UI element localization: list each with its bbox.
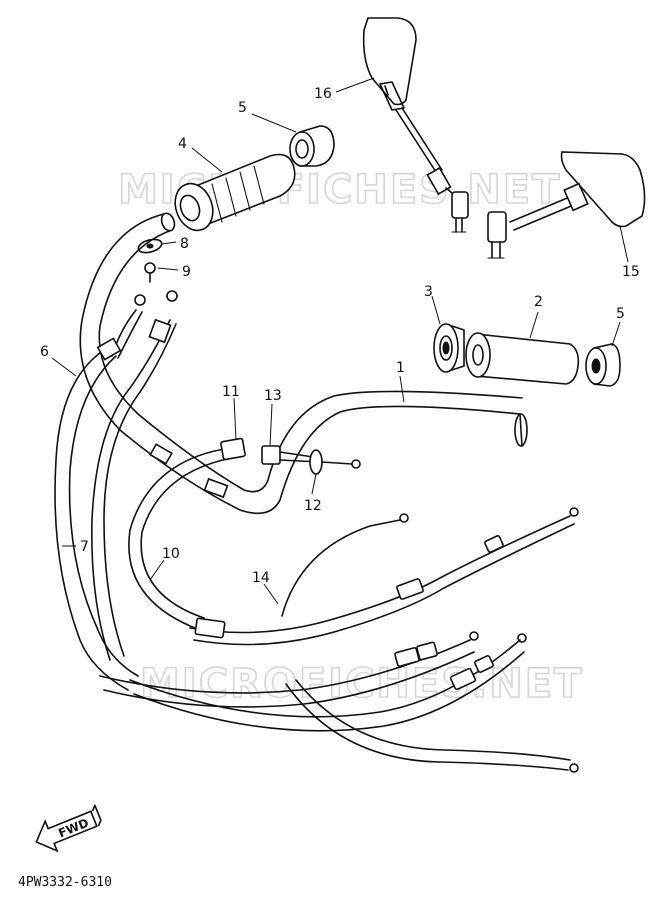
callout-14: 14 [252, 570, 270, 586]
left-mirror-part [362, 17, 469, 233]
callout-numbers: 1 2 3 4 5 5 6 7 8 9 10 11 12 13 14 15 16 [40, 86, 640, 586]
callout-2: 2 [534, 294, 543, 310]
callout-9: 9 [182, 264, 191, 280]
right-end-cap-part [585, 343, 621, 387]
callout-16: 16 [314, 86, 332, 102]
callout-3: 3 [424, 284, 433, 300]
watermark-bottom: MICROFICHES.NET [140, 661, 583, 707]
screw-part [144, 262, 156, 283]
callout-11: 11 [222, 384, 240, 400]
callout-7: 7 [80, 539, 89, 555]
cable-assembly [54, 290, 579, 773]
callout-4: 4 [178, 136, 187, 152]
callout-6: 6 [40, 344, 49, 360]
left-grip-part [174, 125, 335, 232]
callout-5-right: 5 [616, 306, 625, 322]
right-grip-part [465, 332, 580, 385]
callout-10: 10 [162, 546, 180, 562]
forward-arrow-icon: FWD [35, 804, 102, 853]
handlebar-part [79, 212, 528, 515]
callout-13: 13 [264, 388, 282, 404]
callout-12: 12 [304, 498, 322, 514]
callout-8: 8 [180, 236, 189, 252]
callout-1: 1 [396, 360, 405, 376]
throttle-pulley-part [433, 323, 465, 373]
callout-15: 15 [622, 264, 640, 280]
right-mirror-part [487, 151, 646, 259]
washer-part [137, 238, 163, 254]
callout-5-left: 5 [238, 100, 247, 116]
diagram-code: 4PW3332-6310 [18, 875, 112, 890]
leader-lines [51, 77, 629, 605]
